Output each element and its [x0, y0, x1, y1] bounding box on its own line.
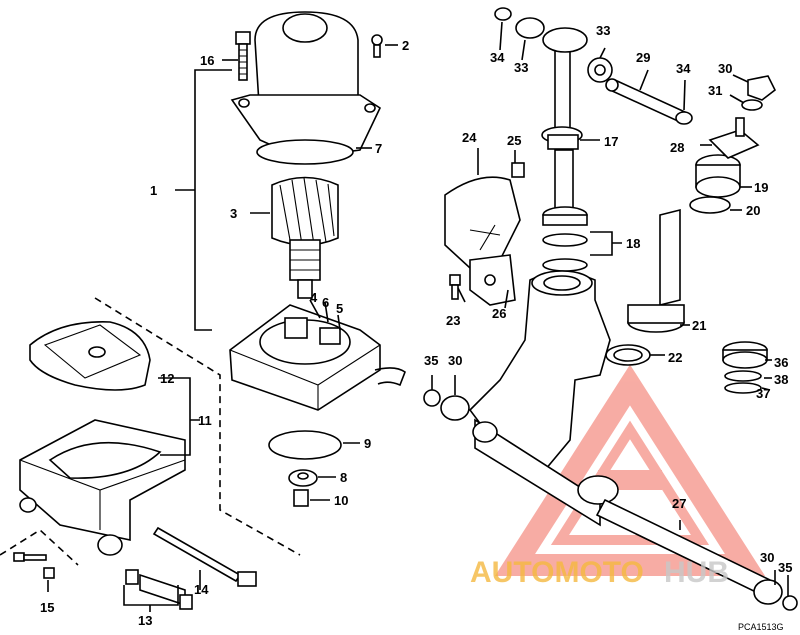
bushing-part-30-right — [753, 579, 783, 605]
callout-8: 8 — [340, 470, 347, 485]
bushing-part-33-left — [515, 17, 545, 39]
oring-part-22 — [605, 344, 651, 366]
nut-part-31 — [747, 75, 777, 101]
callout-3: 3 — [230, 206, 237, 221]
callout-18: 18 — [626, 236, 640, 251]
screw-part-16 — [235, 31, 251, 81]
figure-code: PCA1513G — [738, 622, 784, 632]
callout-35-right: 35 — [778, 560, 792, 575]
callout-25: 25 — [507, 133, 521, 148]
callout-24: 24 — [462, 130, 477, 145]
callout-30-left: 30 — [448, 353, 462, 368]
screw-part-23 — [449, 274, 461, 300]
bracket-11 — [158, 377, 200, 456]
callout-26: 26 — [492, 306, 506, 321]
bracket-1 — [175, 69, 232, 331]
clip-part-34-left — [494, 7, 512, 21]
callout-31: 30 — [718, 61, 732, 76]
oring-part-9 — [268, 430, 342, 460]
callout-32: 31 — [708, 83, 722, 98]
callout-9: 9 — [364, 436, 371, 451]
seal-part-8 — [288, 469, 318, 487]
rod-part-14 — [152, 526, 257, 587]
plug-part-19 — [695, 154, 741, 198]
tube-part-21 — [627, 208, 685, 333]
callout-37: 37 — [756, 386, 770, 401]
fitting-part-28 — [708, 117, 760, 159]
dashed-leader-bottom — [0, 528, 79, 566]
callout-labels: 16 2 7 1 3 4 6 5 9 8 10 12 11 15 13 14 3… — [40, 23, 792, 632]
callout-10: 10 — [334, 493, 348, 508]
callout-15: 15 — [40, 600, 54, 615]
valve-part-13 — [125, 569, 193, 610]
bushing-part-33-right — [587, 57, 613, 83]
cap-part-25 — [511, 162, 525, 178]
piston-rod-part-17 — [541, 27, 588, 211]
clip-part-35-right — [782, 595, 798, 611]
fitting-part-10 — [293, 489, 309, 507]
pump-body-part-11 — [19, 419, 186, 556]
callout-11: 11 — [198, 413, 212, 428]
callout-7: 7 — [375, 141, 382, 156]
cylinder-body — [468, 270, 619, 527]
watermark-hub: HUB — [664, 556, 729, 589]
callout-36: 36 — [774, 355, 788, 370]
callout-33-left: 33 — [514, 60, 528, 75]
callout-6: 6 — [322, 295, 329, 310]
motor-housing — [230, 11, 382, 159]
screw-part-2 — [371, 34, 383, 58]
callout-35-left: 35 — [424, 353, 438, 368]
callout-17: 17 — [604, 134, 618, 149]
washer-part-32 — [741, 99, 763, 111]
callout-5: 5 — [336, 301, 343, 316]
pin-part-29 — [605, 78, 687, 124]
screw-part-15 — [13, 552, 55, 579]
bracket-18 — [590, 231, 622, 256]
seal-kit-part-18 — [542, 206, 588, 272]
callout-19: 19 — [754, 180, 768, 195]
callout-20: 20 — [746, 203, 760, 218]
callout-34-left: 34 — [490, 50, 505, 65]
seal-stack-part-36-37-38 — [722, 341, 768, 394]
callout-22: 22 — [668, 350, 682, 365]
callout-38: 38 — [774, 372, 788, 387]
callout-4: 4 — [310, 290, 318, 305]
oring-part-7 — [256, 139, 354, 165]
bushing-part-30-left — [440, 395, 470, 421]
oring-part-20 — [689, 196, 731, 214]
bracket-13 — [123, 585, 179, 612]
leader-lines — [47, 21, 789, 596]
callout-28: 28 — [670, 140, 684, 155]
callout-14: 14 — [194, 582, 209, 597]
callout-21: 21 — [692, 318, 706, 333]
dashed-leader-left — [94, 297, 301, 556]
clip-part-35-left — [423, 389, 441, 407]
callout-12: 12 — [160, 371, 174, 386]
bracket-plate-part-26 — [469, 254, 516, 306]
callout-29: 29 — [636, 50, 650, 65]
armature-part-3 — [271, 176, 339, 299]
watermark-text: AUTOMOTO HUB — [470, 556, 729, 589]
watermark-automoto: AUTOMOTO — [470, 556, 644, 589]
callout-2: 2 — [402, 38, 409, 53]
callout-30-right: 30 — [760, 550, 774, 565]
callout-1: 1 — [150, 183, 157, 198]
callout-33-right: 33 — [596, 23, 610, 38]
end-cap-part-4-6-5 — [229, 304, 406, 411]
reservoir-cover-part-12 — [29, 321, 151, 391]
callout-23: 23 — [446, 313, 460, 328]
callout-34-right: 34 — [676, 61, 691, 76]
callout-16: 16 — [200, 53, 214, 68]
callout-13: 13 — [138, 613, 152, 628]
callout-27: 27 — [672, 496, 686, 511]
clip-part-34-right — [675, 111, 693, 125]
